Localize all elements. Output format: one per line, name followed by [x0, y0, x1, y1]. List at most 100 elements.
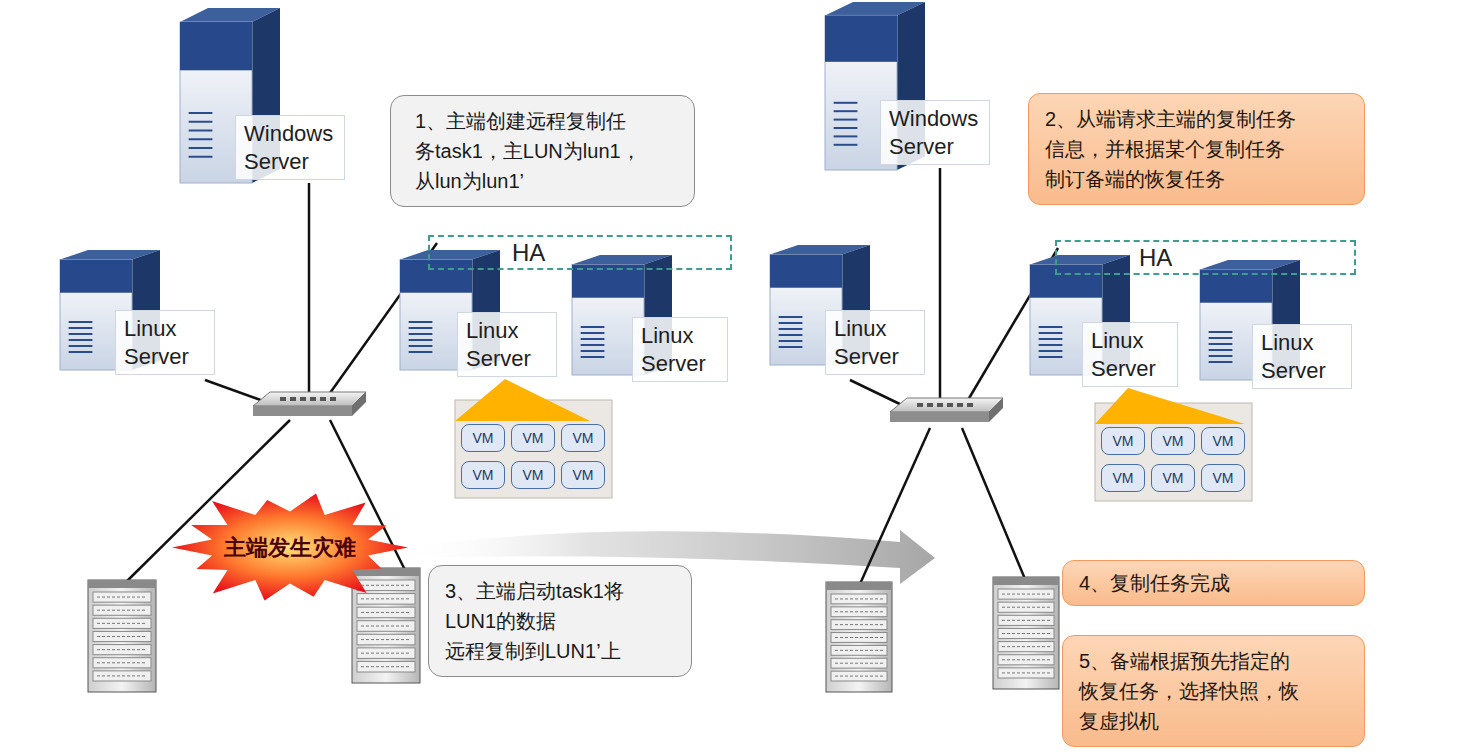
storage-cap — [993, 577, 1059, 585]
vm-box: VM — [461, 424, 505, 452]
switch-port — [917, 403, 923, 407]
server-vent — [189, 130, 213, 132]
vm-box: VM — [1151, 464, 1195, 492]
ha-group: HALinux ServerLinux Server — [1055, 240, 1356, 275]
switch-port — [927, 403, 933, 407]
node-text: VM — [473, 430, 494, 446]
server-vent — [581, 332, 605, 334]
storage-slot — [93, 631, 151, 641]
vm-box: VM — [1101, 427, 1145, 455]
disaster-burst: 主端发生灾难 — [170, 490, 410, 605]
switch-front — [253, 406, 352, 416]
server-label: Linux Server — [1252, 324, 1352, 389]
server-label: Linux Server — [632, 317, 728, 382]
server-vent — [189, 156, 213, 158]
node-text: Linux Server — [834, 315, 916, 370]
vm-box: VM — [511, 461, 555, 489]
server-vent — [581, 356, 605, 358]
storage-body — [826, 582, 892, 692]
storage-slot — [93, 605, 151, 615]
storage-slot-line — [361, 653, 411, 654]
server-vent — [779, 346, 803, 348]
switch-port — [320, 397, 326, 401]
storage-array — [826, 582, 892, 692]
storage-slot — [831, 594, 887, 604]
server-band — [770, 255, 842, 288]
server-label: Linux Server — [457, 312, 557, 377]
storage-slot — [93, 645, 151, 655]
vm-box: VM — [1151, 427, 1195, 455]
storage-array — [993, 577, 1059, 689]
cluster-triangle — [1095, 388, 1245, 424]
node-text: Linux Server — [1261, 329, 1343, 384]
storage-slot — [357, 594, 415, 605]
storage-slot-line — [1002, 646, 1050, 647]
switch-top — [253, 392, 366, 406]
server-vent — [1209, 343, 1233, 345]
node-text: VM — [1213, 433, 1234, 449]
node-text: VM — [1163, 433, 1184, 449]
vm-box: VM — [561, 461, 605, 489]
server-vent — [834, 144, 858, 146]
server-band — [400, 260, 472, 293]
storage-slot-line — [97, 675, 147, 676]
node-text: 主端发生灾难 — [224, 533, 356, 563]
server-label: Linux Server — [1082, 322, 1178, 387]
switch-icon — [890, 398, 1003, 422]
storage-slot-line — [1002, 607, 1050, 608]
storage-cap — [826, 582, 892, 590]
server-vent — [834, 102, 858, 104]
callout-box: 4、复制任务完成 — [1062, 560, 1365, 606]
storage-slot-line — [835, 598, 883, 599]
network-wire — [962, 428, 1025, 579]
storage-slot-line — [361, 598, 411, 599]
switch-port — [330, 397, 336, 401]
storage-slot — [998, 655, 1054, 665]
storage-slot-line — [97, 649, 147, 650]
storage-slot-line — [97, 597, 147, 598]
node-text: Linux Server — [466, 317, 548, 372]
storage-slot — [93, 592, 151, 602]
switch-front — [890, 412, 989, 422]
storage-slot — [998, 589, 1054, 599]
server-vent — [1209, 337, 1233, 339]
storage-slot-line — [1002, 659, 1050, 660]
switch-port — [967, 403, 973, 407]
switch-top — [890, 398, 1003, 412]
server-vent — [69, 333, 93, 335]
storage-slot — [93, 618, 151, 628]
burst-star — [172, 493, 408, 600]
storage-slot — [357, 621, 415, 632]
storage-body — [352, 568, 420, 683]
server-vent — [779, 322, 803, 324]
storage-slot-line — [361, 666, 411, 667]
storage-slot-line — [1002, 633, 1050, 634]
node-text: 1、主端创建远程复制任 务task1，主LUN为lun1， 从lun为lun1’ — [415, 106, 670, 196]
storage-slot-line — [835, 676, 883, 677]
storage-slot — [831, 671, 887, 681]
vm-box: VM — [561, 424, 605, 452]
storage-body — [993, 577, 1059, 689]
cluster-triangle — [455, 379, 590, 421]
server-vent — [69, 321, 93, 323]
vm-box: VM — [461, 461, 505, 489]
server-vent — [189, 138, 213, 140]
server-band — [60, 260, 132, 293]
server-label: Linux Server — [825, 310, 925, 375]
server-vent — [834, 135, 858, 137]
network-wire — [205, 380, 266, 402]
storage-slot-line — [835, 611, 883, 612]
node-text: VM — [573, 430, 594, 446]
server-vent — [779, 334, 803, 336]
node-text: Linux Server — [1091, 327, 1169, 382]
server-vent — [69, 351, 93, 353]
server-vent — [1209, 361, 1233, 363]
server-vent — [779, 340, 803, 342]
network-wire — [860, 428, 930, 584]
storage-slot-line — [97, 610, 147, 611]
storage-slot — [93, 658, 151, 668]
callout-box: 3、主端启动task1将 LUN1的数据 远程复制到LUN1’上 — [428, 565, 692, 677]
callout-box: 5、备端根据预先指定的 恢复任务，选择快照，恢 复虚拟机 — [1062, 635, 1365, 747]
storage-slot — [831, 607, 887, 617]
